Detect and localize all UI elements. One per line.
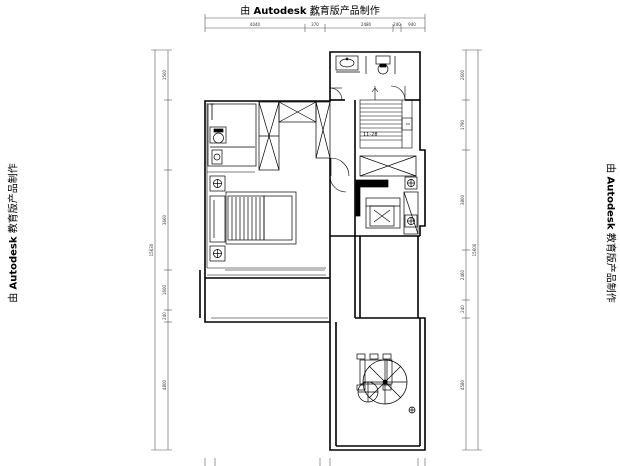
toilet-icon bbox=[213, 128, 224, 144]
dimension-left bbox=[151, 49, 172, 451]
dimension-right bbox=[462, 49, 482, 451]
dim-left-seg-2: 3660 bbox=[162, 214, 167, 225]
watermark-prefix: 由 bbox=[240, 6, 251, 17]
watermark-suffix: 教育版产品制作 bbox=[309, 6, 380, 17]
dim-right-seg-5: 240 bbox=[460, 305, 465, 313]
dim-top-seg-5: 940 bbox=[408, 22, 416, 27]
nightstand-right-2-icon bbox=[404, 214, 418, 228]
nightstand-right-icon bbox=[404, 176, 418, 190]
dim-right-overall: 15600 bbox=[472, 243, 477, 256]
stair-label: 11-28 bbox=[363, 132, 378, 138]
dim-top-seg-2: 370 bbox=[311, 22, 319, 27]
dim-left-overall: 15630 bbox=[149, 243, 154, 256]
dim-right-seg-3: 3800 bbox=[460, 194, 465, 205]
interior-lines bbox=[206, 103, 328, 319]
dim-left-seg-5: 4800 bbox=[162, 379, 167, 390]
dim-top-seg-1: 4040 bbox=[250, 22, 261, 27]
dim-right-seg-6: 4580 bbox=[460, 379, 465, 390]
bedroom-right bbox=[355, 179, 419, 235]
master-bed bbox=[209, 191, 297, 245]
dim-top-overall: 8870 bbox=[310, 12, 321, 17]
bathroom-right bbox=[335, 55, 396, 75]
nightstand-top-icon bbox=[209, 175, 226, 192]
staircase bbox=[359, 86, 413, 149]
floor-lamp-icon bbox=[408, 406, 416, 414]
dim-right-seg-2: 1790 bbox=[460, 119, 465, 130]
umbrella-small-icon bbox=[357, 381, 379, 403]
dimension-top bbox=[204, 14, 426, 32]
wardrobe-cabinets bbox=[258, 101, 331, 171]
corridor-cabinet bbox=[359, 155, 417, 177]
watermark-brand: Autodesk bbox=[253, 6, 307, 17]
walls bbox=[199, 51, 426, 451]
dim-top-seg-4: 240 bbox=[393, 22, 401, 27]
watermark-top: 由 Autodesk 教育版产品制作 bbox=[0, 2, 620, 17]
dim-left-seg-3: 1600 bbox=[162, 284, 167, 295]
nightstand-bottom-icon bbox=[209, 245, 226, 262]
dim-right-seg-1: 2600 bbox=[460, 69, 465, 80]
dim-right-seg-4: 2460 bbox=[460, 269, 465, 280]
dim-left-seg-4: 240 bbox=[162, 312, 167, 320]
dim-left-seg-1: 1500 bbox=[162, 69, 167, 80]
dim-top-seg-3: 2480 bbox=[361, 22, 372, 27]
bathroom-left bbox=[207, 103, 257, 167]
dimension-bottom-ticks bbox=[204, 458, 426, 466]
doors bbox=[329, 85, 406, 193]
towel-rail-icon bbox=[210, 103, 214, 120]
